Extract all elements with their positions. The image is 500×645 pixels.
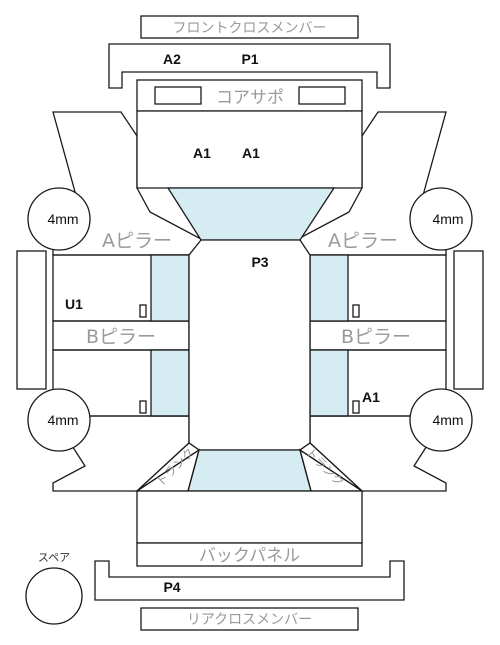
tire-front-left[interactable] — [27, 187, 91, 251]
core-support-label: コアサポ — [216, 88, 284, 108]
spare-tire[interactable] — [25, 567, 83, 625]
roof-panel[interactable] — [188, 239, 311, 451]
a-pillar-left-label: Aピラー — [102, 230, 172, 252]
rear-door-right-code: A1 — [362, 389, 380, 405]
trunk-right-label: トランク — [303, 445, 347, 489]
a-pillar-right-label: Aピラー — [328, 230, 398, 252]
door-handle-front-left — [139, 304, 147, 318]
headlight-left[interactable] — [154, 86, 202, 105]
side-window-front-left[interactable] — [150, 254, 190, 322]
front-door-left-code: U1 — [65, 296, 83, 312]
core-support-panel[interactable] — [136, 79, 363, 112]
front-cross-member-panel[interactable] — [140, 15, 359, 39]
front-bumper-panel[interactable] — [108, 43, 391, 89]
spare-tire-label: スペア — [38, 551, 70, 564]
tire-front-left-depth: 4mm — [47, 211, 78, 227]
door-handle-rear-left — [139, 400, 147, 414]
tire-rear-left-depth: 4mm — [47, 412, 78, 428]
b-pillar-left-label: Bピラー — [86, 326, 156, 348]
tire-rear-right[interactable] — [409, 388, 473, 452]
hood-code-right: A1 — [242, 145, 260, 161]
door-handle-front-right — [352, 304, 360, 318]
tire-front-right-depth: 4mm — [432, 211, 463, 227]
b-pillar-right-label: Bピラー — [341, 326, 411, 348]
side-window-front-right[interactable] — [309, 254, 349, 322]
rear-window[interactable] — [187, 449, 312, 492]
windshield[interactable] — [166, 187, 336, 241]
rear-deck-panel[interactable] — [136, 490, 363, 544]
side-window-rear-right[interactable] — [309, 349, 349, 417]
door-handle-rear-right — [352, 400, 360, 414]
rear-bumper-code: P4 — [163, 579, 180, 595]
tire-rear-left[interactable] — [27, 388, 91, 452]
rear-bumper-panel[interactable] — [94, 560, 405, 601]
headlight-right[interactable] — [298, 86, 346, 105]
front-bumper-code-left: A2 — [163, 51, 181, 67]
side-step-right[interactable] — [453, 250, 484, 390]
side-step-left[interactable] — [16, 250, 47, 390]
hood-code-left: A1 — [193, 145, 211, 161]
rear-cross-member-label: リアクロスメンバー — [187, 612, 312, 628]
front-cross-member-label: フロントクロスメンバー — [173, 21, 327, 37]
roof-code: P3 — [251, 254, 268, 270]
back-panel[interactable] — [136, 542, 363, 567]
rear-cross-member-panel[interactable] — [140, 607, 359, 631]
tire-rear-right-depth: 4mm — [432, 412, 463, 428]
back-panel-label: バックパネル — [199, 546, 300, 566]
tire-front-right[interactable] — [409, 187, 473, 251]
front-bumper-code-right: P1 — [241, 51, 258, 67]
side-window-rear-left[interactable] — [150, 349, 190, 417]
